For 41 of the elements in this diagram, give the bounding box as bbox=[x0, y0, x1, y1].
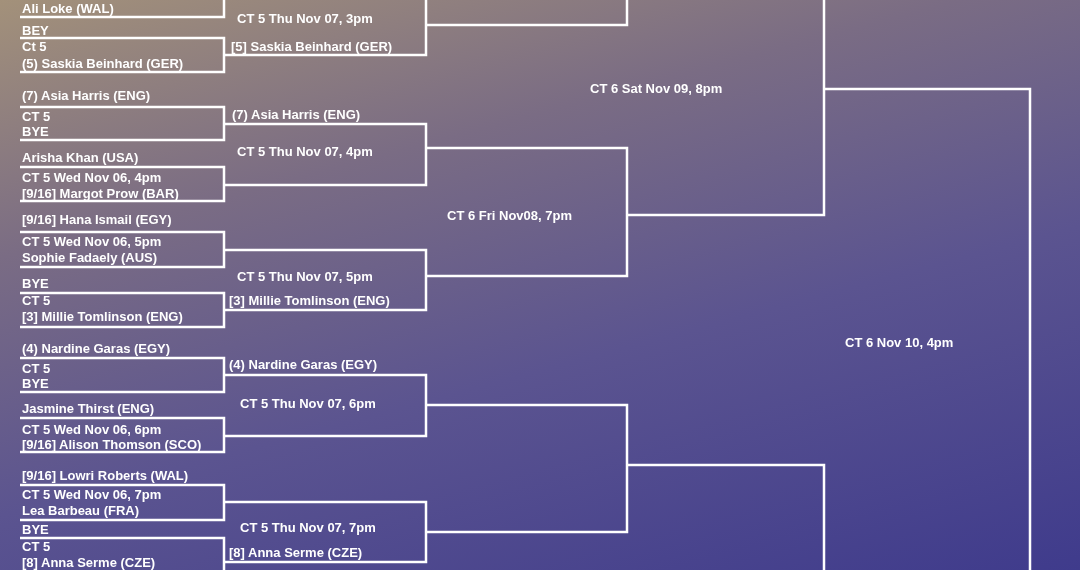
match-info: Ct 5 bbox=[22, 39, 47, 54]
match-info: CT 5 Wed Nov 06, 4pm bbox=[22, 170, 162, 185]
player-name: Sophie Fadaely (AUS) bbox=[22, 250, 158, 265]
match-info: CT 6 Sat Nov 09, 8pm bbox=[590, 81, 723, 96]
player-name: (7) Asia Harris (ENG) bbox=[232, 107, 361, 122]
match-info: CT 5 Thu Nov 07, 4pm bbox=[237, 144, 373, 159]
match-info: CT 5 bbox=[22, 293, 51, 308]
player-name: (7) Asia Harris (ENG) bbox=[22, 88, 151, 103]
match-info: CT 5 Wed Nov 06, 7pm bbox=[22, 487, 162, 502]
match-info: CT 5 Thu Nov 07, 3pm bbox=[237, 11, 373, 26]
player-name: [3] Millie Tomlinson (ENG) bbox=[22, 309, 183, 324]
match-info: CT 5 bbox=[22, 539, 51, 554]
player-name: [8] Anna Serme (CZE) bbox=[229, 545, 363, 560]
player-name: Jasmine Thirst (ENG) bbox=[22, 401, 155, 416]
player-name: (5) Saskia Beinhard (GER) bbox=[22, 56, 184, 71]
player-name: BYE bbox=[22, 124, 49, 139]
player-name: BYE bbox=[22, 276, 49, 291]
match-info: CT 5 bbox=[22, 361, 51, 376]
player-name: [5] Saskia Beinhard (GER) bbox=[231, 39, 393, 54]
match-info: CT 5 bbox=[22, 109, 51, 124]
match-info: CT 5 Thu Nov 07, 5pm bbox=[237, 269, 373, 284]
player-name: (4) Nardine Garas (EGY) bbox=[229, 357, 378, 372]
match-info: CT 6 Nov 10, 4pm bbox=[845, 335, 954, 350]
player-name: [9/16] Lowri Roberts (WAL) bbox=[22, 468, 189, 483]
match-info: CT 5 Thu Nov 07, 6pm bbox=[240, 396, 376, 411]
match-info: CT 5 Wed Nov 06, 5pm bbox=[22, 234, 162, 249]
player-name: BYE bbox=[22, 522, 49, 537]
match-info: CT 5 Wed Nov 06, 6pm bbox=[22, 422, 162, 437]
player-name: [3] Millie Tomlinson (ENG) bbox=[229, 293, 390, 308]
player-name: [9/16] Margot Prow (BAR) bbox=[22, 186, 179, 201]
player-name: Lea Barbeau (FRA) bbox=[22, 503, 140, 518]
match-info: CT 5 Thu Nov 07, 7pm bbox=[240, 520, 376, 535]
player-name: Ali Loke (WAL) bbox=[22, 1, 114, 16]
player-name: [9/16] Hana Ismail (EGY) bbox=[22, 212, 172, 227]
player-name: (4) Nardine Garas (EGY) bbox=[22, 341, 171, 356]
player-name: BYE bbox=[22, 376, 49, 391]
player-name: [9/16] Alison Thomson (SCO) bbox=[22, 437, 202, 452]
player-name: BEY bbox=[22, 23, 49, 38]
player-name: Arisha Khan (USA) bbox=[22, 150, 139, 165]
match-info: CT 6 Fri Nov08, 7pm bbox=[447, 208, 572, 223]
player-name: [8] Anna Serme (CZE) bbox=[22, 555, 156, 570]
